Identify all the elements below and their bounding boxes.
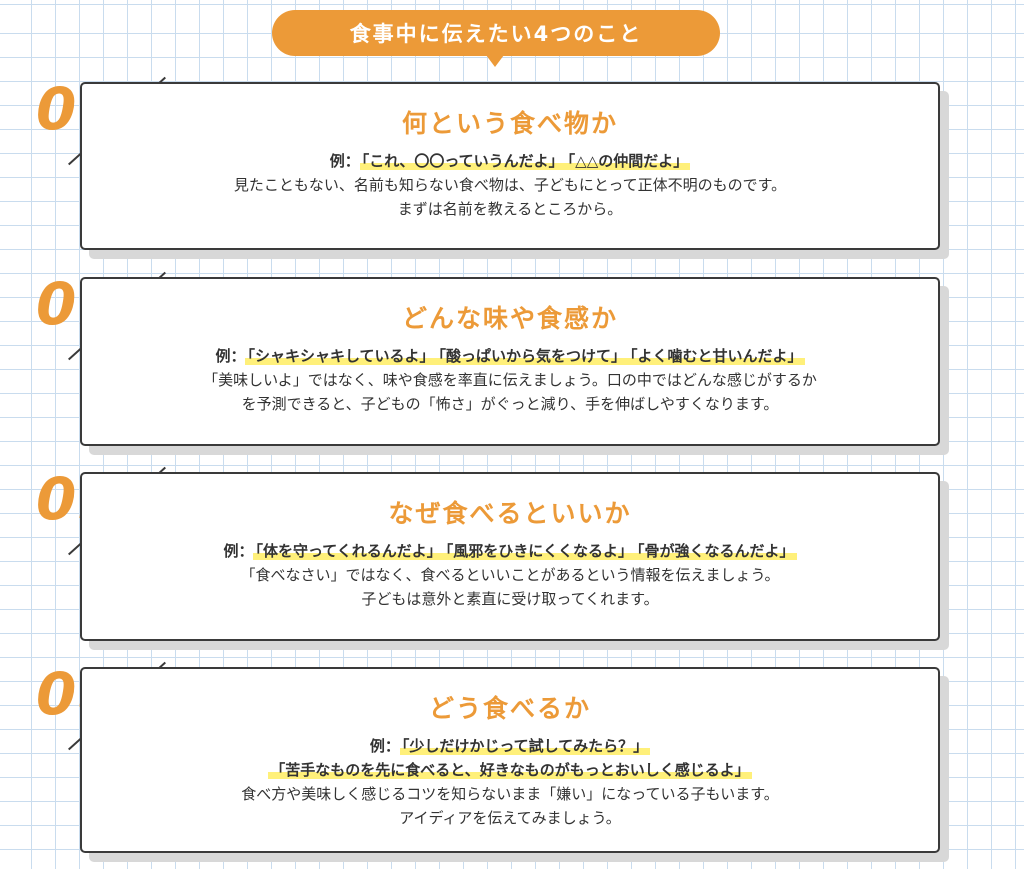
tip-description: 食べ方や美味しく感じるコツを知らないまま「嫌い」になっている子もいます。 アイデ…	[82, 782, 938, 830]
tip-title: なぜ食べるといいか	[388, 499, 632, 528]
tip-card: どう食べるか 例：「少しだけかじって試してみたら？」 「苦手なものを先に食べると…	[80, 667, 940, 853]
example-phrase: 「これ、〇〇っていうんだよ」	[359, 152, 566, 170]
banner-pointer	[486, 55, 504, 67]
description-line: 「美味しいよ」ではなく、味や食感を率直に伝えましょう。口の中ではどんな感じがする…	[203, 371, 817, 389]
example-phrase: 「苦手なものを先に食べると、好きなものがもっとおいしく感じるよ」	[268, 761, 752, 779]
tip-card: どんな味や食感か 例：「シャキシャキしているよ」「酸っぱいから気をつけて」「よく…	[80, 277, 940, 446]
tip-description: 見たこともない、名前も知らない食べ物は、子どもにとって正体不明のものです。 まず…	[82, 173, 938, 221]
description-line: まずは名前を教えるところから。	[397, 200, 623, 218]
example-label: 例：	[369, 737, 400, 755]
example-phrase: 「少しだけかじって試してみたら？」	[399, 737, 651, 755]
description-line: 「食べなさい」ではなく、食べるといいことがあるという情報を伝えましょう。	[240, 566, 780, 584]
example-phrase: 「酸っぱいから気をつけて」	[436, 347, 629, 365]
example-phrase: 「シャキシャキしているよ」	[245, 347, 437, 365]
example-phrase: 「風邪をひきにくくなるよ」	[443, 542, 635, 560]
example-phrase: 「骨が強くなるんだよ」	[635, 542, 797, 560]
description-line: 子どもは意外と素直に受け取ってくれます。	[361, 590, 659, 608]
tip-title: どう食べるか	[428, 694, 591, 723]
tip-example: 例：「シャキシャキしているよ」「酸っぱいから気をつけて」「よく噛むと甘いんだよ」	[82, 344, 938, 368]
tip-description: 「美味しいよ」ではなく、味や食感を率直に伝えましょう。口の中ではどんな感じがする…	[82, 368, 938, 416]
description-line: を予測できると、子どもの「怖さ」がぐっと減り、手を伸ばしやすくなります。	[241, 395, 779, 413]
page-title-banner: 食事中に伝えたい4つのこと	[272, 10, 720, 56]
tip-description: 「食べなさい」ではなく、食べるといいことがあるという情報を伝えましょう。 子ども…	[82, 563, 938, 611]
example-phrase: 「△△の仲間だよ」	[565, 152, 691, 170]
tip-example: 例：「少しだけかじって試してみたら？」	[82, 734, 938, 758]
tip-example-line-2: 「苦手なものを先に食べると、好きなものがもっとおいしく感じるよ」	[82, 758, 938, 782]
tip-example: 例：「体を守ってくれるんだよ」「風邪をひきにくくなるよ」「骨が強くなるんだよ」	[82, 539, 938, 563]
description-line: アイディアを伝えてみましょう。	[399, 809, 621, 827]
tip-title: 何という食べ物か	[401, 109, 618, 138]
example-label: 例：	[329, 152, 360, 170]
page-title: 食事中に伝えたい4つのこと	[349, 22, 643, 46]
example-label: 例：	[215, 347, 246, 365]
description-line: 食べ方や美味しく感じるコツを知らないまま「嫌い」になっている子もいます。	[241, 785, 779, 803]
example-phrase: 「体を守ってくれるんだよ」	[253, 542, 444, 560]
example-label: 例：	[223, 542, 254, 560]
example-phrase: 「よく噛むと甘いんだよ」	[628, 347, 805, 365]
description-line: 見たこともない、名前も知らない食べ物は、子どもにとって正体不明のものです。	[233, 176, 787, 194]
tip-example: 例：「これ、〇〇っていうんだよ」「△△の仲間だよ」	[82, 149, 938, 173]
tip-card: なぜ食べるといいか 例：「体を守ってくれるんだよ」「風邪をひきにくくなるよ」「骨…	[80, 472, 940, 641]
tip-title: どんな味や食感か	[401, 304, 618, 333]
tip-card: 何という食べ物か 例：「これ、〇〇っていうんだよ」「△△の仲間だよ」 見たことも…	[80, 82, 940, 250]
